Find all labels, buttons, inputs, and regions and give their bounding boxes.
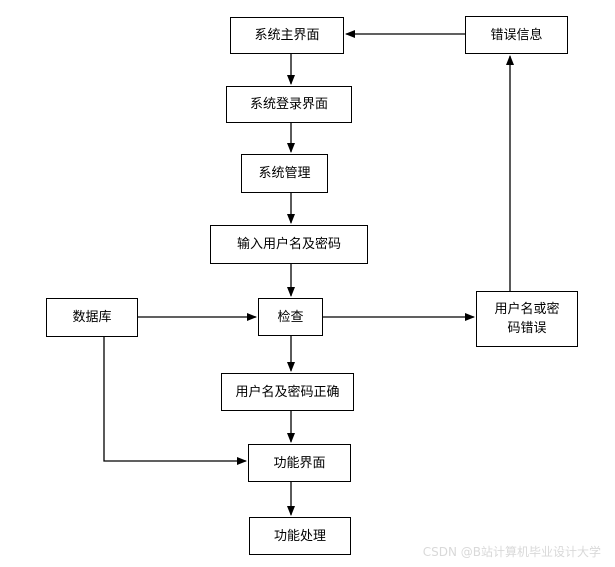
node-login-interface: 系统登录界面 [226, 86, 352, 123]
node-database: 数据库 [46, 298, 138, 337]
node-system-management: 系统管理 [241, 154, 328, 193]
node-check: 检查 [258, 298, 323, 336]
node-input-credentials: 输入用户名及密码 [210, 225, 368, 264]
node-main-interface: 系统主界面 [230, 17, 344, 54]
node-credentials-error: 用户名或密码错误 [476, 291, 578, 347]
node-credentials-correct: 用户名及密码正确 [221, 373, 354, 411]
node-function-processing: 功能处理 [249, 517, 351, 555]
watermark-text: CSDN @B站计算机毕业设计大学 [422, 545, 601, 559]
node-function-interface: 功能界面 [248, 444, 351, 482]
node-error-info: 错误信息 [465, 16, 568, 54]
